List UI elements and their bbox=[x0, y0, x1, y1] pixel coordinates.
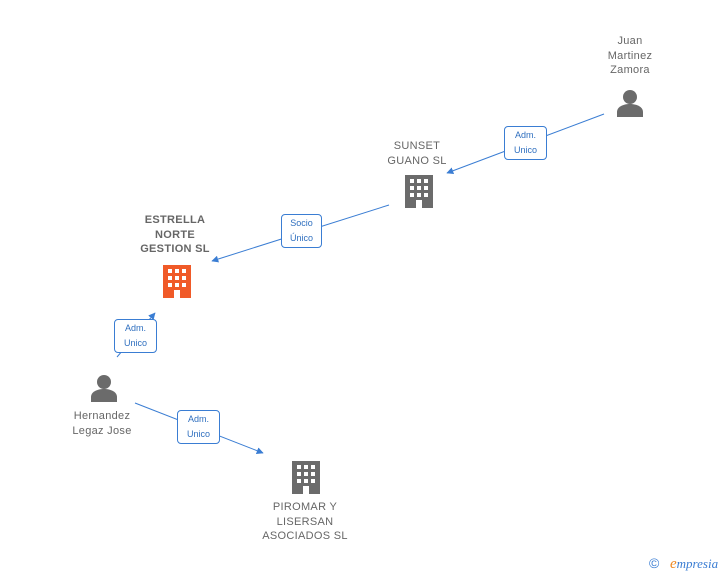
node-label-hernandez-legaz-jose[interactable]: Hernandez Legaz Jose bbox=[72, 410, 132, 437]
building-icon-focus bbox=[163, 265, 191, 298]
building-icon bbox=[405, 175, 433, 208]
node-label-estrella-norte-gestion-sl[interactable]: ESTRELLA NORTE GESTION SL bbox=[140, 214, 210, 255]
building-icon bbox=[292, 461, 320, 494]
edge-label-socio-unico: Socio Único bbox=[281, 214, 322, 248]
brand-rest: mpresia bbox=[676, 556, 719, 571]
brand-first-letter: e bbox=[670, 556, 677, 572]
node-label-juan-martinez-zamora[interactable]: Juan Martinez Zamora bbox=[607, 35, 653, 76]
node-label-sunset-guano-sl[interactable]: SUNSET GUANO SL bbox=[387, 140, 447, 167]
copyright-icon: © bbox=[649, 555, 660, 571]
empresia-logo[interactable]: empresia bbox=[670, 556, 718, 572]
edge-label-adm-unico: Adm. Unico bbox=[114, 319, 157, 353]
person-icon bbox=[617, 90, 643, 117]
node-label-piromar-y-lisersan-asociados-sl[interactable]: PIROMAR Y LISERSAN ASOCIADOS SL bbox=[262, 501, 348, 542]
person-icon bbox=[91, 375, 117, 402]
edge-label-adm-unico: Adm. Unico bbox=[504, 126, 547, 160]
edge-label-adm-unico: Adm. Unico bbox=[177, 410, 220, 444]
